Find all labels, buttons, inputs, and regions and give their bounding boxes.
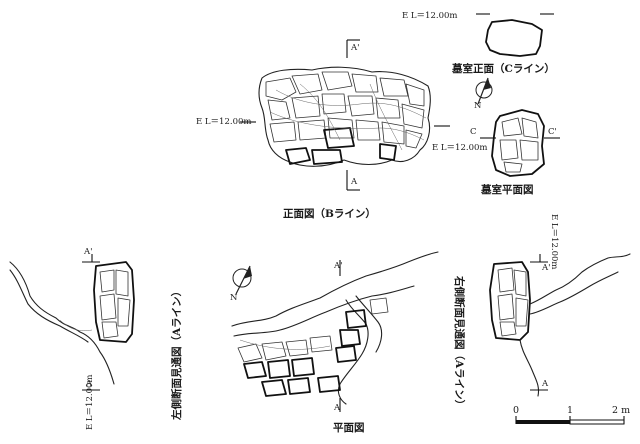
chamber-plan-c: C: [470, 127, 477, 137]
north-label-lower: N: [230, 293, 238, 303]
left-a: A: [85, 379, 93, 389]
chamber-plan-drawing: [491, 109, 545, 177]
right-a: A: [541, 379, 549, 389]
right-a-prime: A': [541, 263, 550, 273]
scale-tick-1: 1: [567, 405, 573, 416]
scale-tick-2: 2 m: [612, 405, 630, 416]
front-view-drawing: [258, 66, 431, 167]
plan-a: A: [333, 403, 341, 413]
north-label-upper: N: [474, 101, 482, 111]
front-a-bottom: A: [350, 177, 358, 187]
front-a-prime-top: A': [350, 43, 359, 53]
chamber-plan-elevation: E L＝12.00m: [432, 143, 487, 153]
right-section-elevation: E L＝12.00m: [549, 214, 559, 269]
north-arrow-icon: N: [474, 77, 493, 111]
front-view-elevation: E L＝12.00m: [196, 117, 251, 127]
scale-bar: 0 1 2 m: [513, 405, 630, 425]
left-section-drawing: [9, 261, 135, 385]
plan-view-drawing: [231, 251, 439, 405]
left-section-title: 左側断面見通図（Aライン）: [170, 286, 183, 421]
chamber-front-elevation: E L＝12.00m: [402, 11, 457, 21]
right-section-title: 右側断面見通図（Aライン）: [453, 275, 466, 410]
chamber-plan-c-prime: C': [548, 127, 557, 137]
left-a-prime: A': [83, 247, 92, 257]
chamber-front-outline: [485, 19, 543, 57]
right-section-drawing: [489, 253, 631, 397]
chamber-front-title: 墓室正面（Cライン）: [451, 62, 555, 75]
left-section-elevation: E L＝12.00m: [85, 375, 95, 430]
scale-tick-0: 0: [513, 405, 519, 416]
chamber-plan-title: 墓室平面図: [480, 183, 534, 196]
front-view-title: 正面図（Bライン）: [283, 207, 376, 220]
front-view-section-marks: A' A: [240, 39, 450, 191]
plan-a-prime: A': [333, 261, 342, 271]
north-arrow-icon: N: [230, 265, 252, 303]
plan-view-title: 平面図: [333, 422, 365, 434]
